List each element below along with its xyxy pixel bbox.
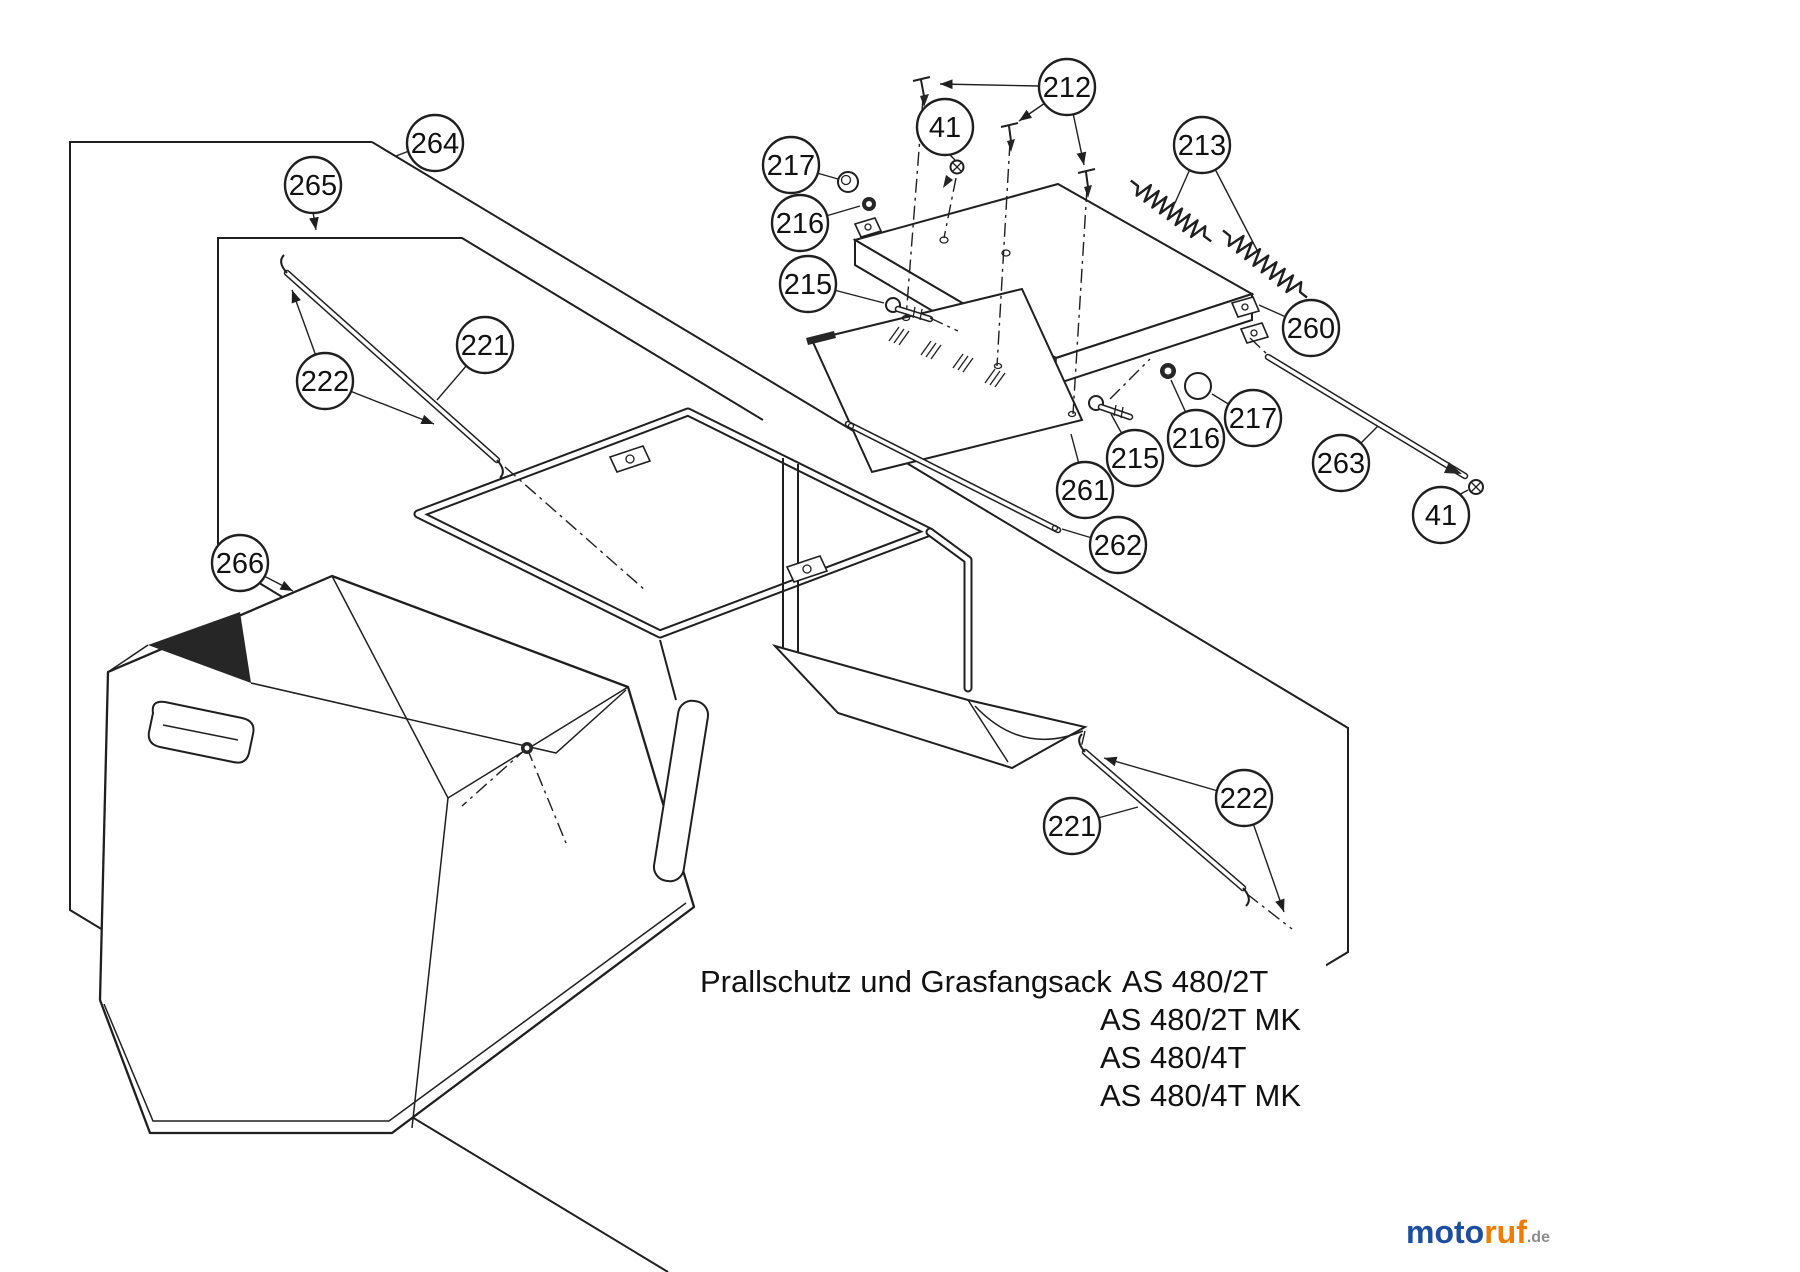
washer-216-upper xyxy=(862,197,876,211)
bag-side-tube xyxy=(652,699,710,883)
callout-41-lower: 41 xyxy=(1411,485,1471,545)
svg-text:222: 222 xyxy=(1220,783,1268,815)
callout-215-upper: 215 xyxy=(778,254,838,314)
callout-216-lower: 216 xyxy=(1166,408,1226,468)
spring-right-213 xyxy=(1222,229,1308,299)
svg-text:261: 261 xyxy=(1061,475,1109,507)
bag-fold-shadow xyxy=(148,612,251,683)
support-rod-262 xyxy=(844,420,1062,534)
frame-tab-2 xyxy=(785,555,829,583)
callouts: 264 265 222 221 266 217 216 215 41 212 2… xyxy=(210,57,1471,856)
svg-text:motoruf.de: motoruf.de xyxy=(1406,1214,1550,1250)
svg-text:266: 266 xyxy=(216,548,264,580)
leader-lines xyxy=(263,79,1469,913)
grass-bag xyxy=(98,574,710,1135)
screw-41-upper xyxy=(943,159,965,188)
svg-text:213: 213 xyxy=(1178,130,1226,162)
callout-265: 265 xyxy=(283,155,343,215)
svg-text:215: 215 xyxy=(784,269,832,301)
callout-216-upper: 216 xyxy=(770,193,830,253)
plate-hatch-marks xyxy=(888,326,1006,388)
svg-text:217: 217 xyxy=(767,150,815,182)
bolt-215-upper xyxy=(885,297,934,323)
frame-tab-1 xyxy=(608,445,652,473)
logo-ruf: ruf xyxy=(1484,1214,1527,1250)
svg-text:260: 260 xyxy=(1287,313,1335,345)
assembly-guide-lines xyxy=(461,97,1293,930)
callout-217-lower: 217 xyxy=(1223,388,1283,448)
caption-line-3: AS 480/4T xyxy=(1100,1040,1247,1075)
callout-41-upper: 41 xyxy=(915,97,975,157)
svg-text:212: 212 xyxy=(1043,72,1091,104)
plate-tab-left xyxy=(853,217,883,238)
svg-text:216: 216 xyxy=(1172,423,1220,455)
ball-217-lower xyxy=(1184,372,1212,400)
motoruf-logo: motoruf.de xyxy=(1406,1214,1550,1250)
bolt-215-lower xyxy=(1088,395,1134,421)
callout-263: 263 xyxy=(1311,433,1371,493)
callout-266: 266 xyxy=(210,533,270,593)
bag-handle xyxy=(147,700,255,764)
pins-212 xyxy=(912,76,1096,198)
svg-text:41: 41 xyxy=(929,112,961,144)
knob-217-upper xyxy=(837,171,859,193)
plate-tab-right-2 xyxy=(1239,322,1270,344)
tension-rod-221-upper xyxy=(280,254,504,479)
svg-text:262: 262 xyxy=(1094,530,1142,562)
deflector-bracket xyxy=(771,644,1088,770)
callout-213: 213 xyxy=(1172,115,1232,175)
svg-text:217: 217 xyxy=(1229,403,1277,435)
svg-text:263: 263 xyxy=(1317,448,1365,480)
callout-260: 260 xyxy=(1281,298,1341,358)
svg-text:215: 215 xyxy=(1111,443,1159,475)
bag-grommet xyxy=(521,742,533,754)
plate-tab-right-1 xyxy=(1230,296,1261,318)
side-rod-263 xyxy=(1264,353,1469,480)
svg-text:221: 221 xyxy=(1048,811,1096,843)
callout-212: 212 xyxy=(1037,57,1097,117)
logo-tld: .de xyxy=(1527,1229,1550,1246)
deflector-plate-upper xyxy=(852,182,1270,386)
callout-221-lower: 221 xyxy=(1042,796,1102,856)
callout-217-upper: 217 xyxy=(761,135,821,195)
svg-text:264: 264 xyxy=(411,128,459,160)
plate-print-mark xyxy=(806,331,836,345)
svg-text:41: 41 xyxy=(1425,500,1457,532)
callout-222-lower: 222 xyxy=(1214,768,1274,828)
callout-222-upper: 222 xyxy=(295,351,355,411)
caption-line-2: AS 480/2T MK xyxy=(1100,1002,1301,1037)
callout-261: 261 xyxy=(1055,460,1115,520)
bag-frame xyxy=(413,407,1088,770)
caption-line-4: AS 480/4T MK xyxy=(1100,1078,1301,1113)
callout-262: 262 xyxy=(1088,515,1148,575)
callout-264: 264 xyxy=(405,113,465,173)
screw-41-lower xyxy=(1468,479,1484,495)
callout-215-lower: 215 xyxy=(1105,428,1165,488)
spring-left-213 xyxy=(1130,179,1212,243)
washer-216-lower xyxy=(1160,363,1176,379)
svg-text:265: 265 xyxy=(289,170,337,202)
callout-221-upper: 221 xyxy=(455,315,515,375)
svg-text:216: 216 xyxy=(776,208,824,240)
svg-text:222: 222 xyxy=(301,366,349,398)
svg-text:221: 221 xyxy=(461,330,509,362)
logo-moto: moto xyxy=(1406,1214,1484,1250)
tension-rod-221-lower xyxy=(1078,733,1250,907)
